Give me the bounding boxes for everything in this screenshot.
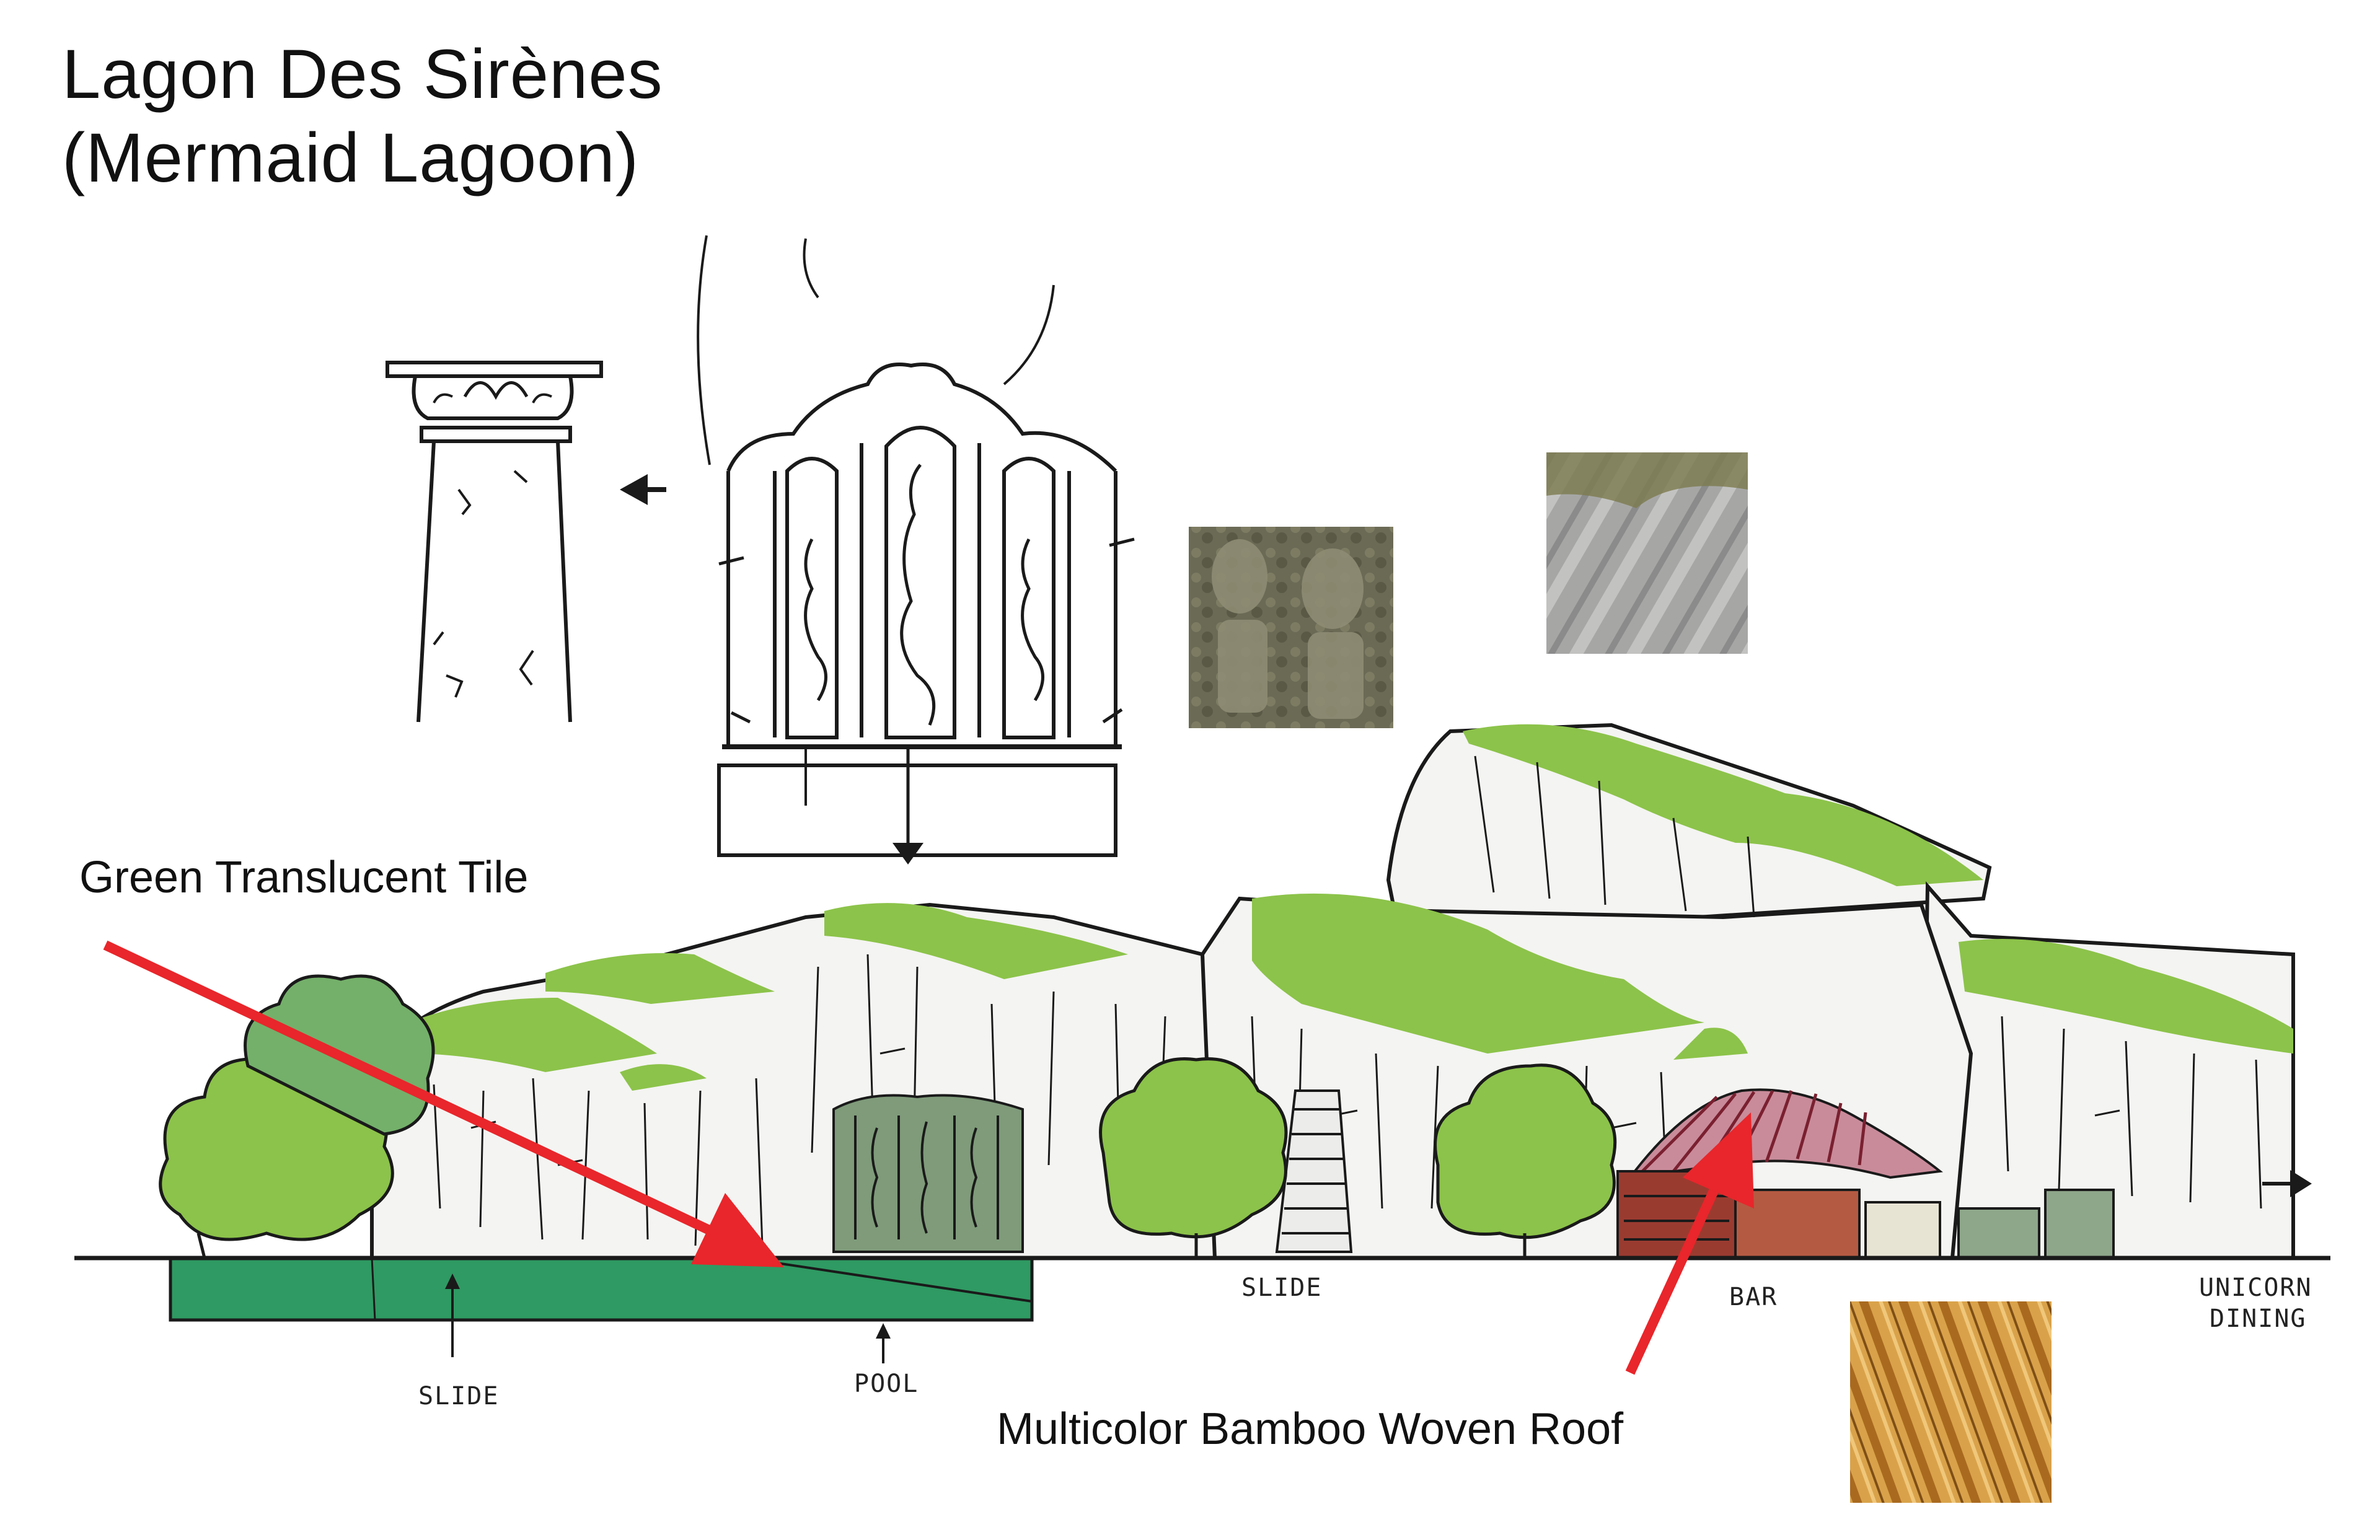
callout-arrow-bamboo-roof <box>1625 1112 1754 1375</box>
column-sketch <box>386 361 603 723</box>
pool-tile <box>169 1256 1034 1322</box>
label-pool: POOL <box>854 1370 919 1398</box>
title-line-1: Lagon Des Sirènes <box>62 35 663 113</box>
label-bar: BAR <box>1729 1283 1778 1311</box>
shrine-sketch <box>697 235 1135 857</box>
bamboo-roof-photo <box>1850 1301 2052 1503</box>
label-unicorn: UNICORN <box>2199 1274 2312 1302</box>
callout-green-translucent-tile: Green Translucent Tile <box>79 853 529 902</box>
callout-multicolor-bamboo-roof: Multicolor Bamboo Woven Roof <box>997 1404 1624 1454</box>
label-slide-center: SLIDE <box>1241 1274 1323 1302</box>
callout-arrow-green-tile <box>103 940 784 1267</box>
title-line-2: (Mermaid Lagoon) <box>62 119 640 196</box>
label-dining: DINING <box>2210 1305 2307 1333</box>
elevation-drawing <box>74 723 2330 1363</box>
label-slide-left: SLIDE <box>418 1382 500 1410</box>
